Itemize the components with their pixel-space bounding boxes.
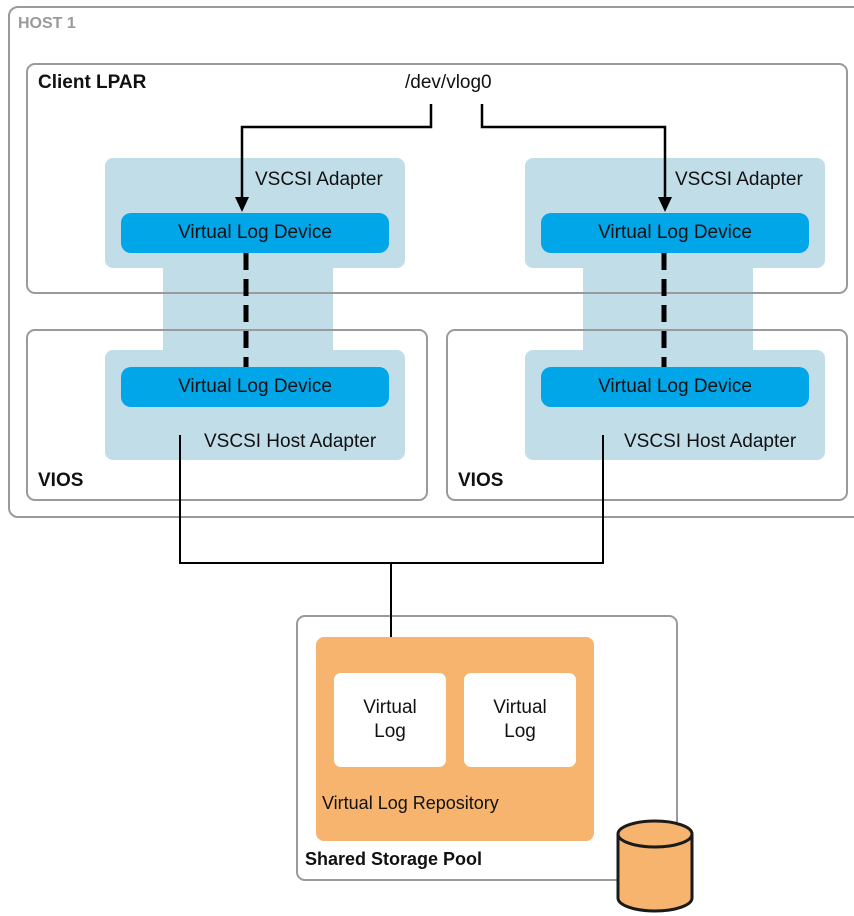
right-storage-connector	[391, 435, 604, 564]
left-vscsi-adapter-label: VSCSI Adapter	[255, 169, 383, 190]
virtual-log-1: Virtual Log	[334, 673, 446, 767]
left-device-connector	[240, 104, 433, 198]
virtual-log-1-line1: Virtual	[363, 697, 417, 718]
right-vios-virtual-log-device-label: Virtual Log Device	[598, 376, 752, 397]
right-vscsi-host-adapter-label: VSCSI Host Adapter	[624, 431, 797, 452]
left-arrowhead	[235, 197, 249, 212]
right-device-connector	[480, 104, 667, 198]
left-vios-virtual-log-device-label: Virtual Log Device	[178, 376, 332, 397]
left-vscsi-host-adapter-label: VSCSI Host Adapter	[204, 431, 377, 452]
left-storage-connector	[179, 435, 391, 564]
left-vios-frame	[26, 329, 428, 501]
shared-storage-pool-frame	[296, 615, 678, 881]
virtual-log-2: Virtual Log	[464, 673, 576, 767]
virtual-log-2-line1: Virtual	[493, 697, 547, 718]
left-vios-label: VIOS	[38, 470, 84, 491]
virtual-log-1-line2: Log	[374, 721, 406, 742]
right-vios-label: VIOS	[458, 470, 504, 491]
client-lpar-frame	[26, 63, 848, 294]
right-arrowhead	[658, 197, 672, 212]
right-client-virtual-log-device: Virtual Log Device	[541, 213, 809, 253]
device-path: /dev/vlog0	[405, 72, 492, 93]
virtual-log-repository-label: Virtual Log Repository	[322, 793, 499, 813]
left-client-virtual-log-device: Virtual Log Device	[121, 213, 389, 253]
left-vios-virtual-log-device: Virtual Log Device	[121, 367, 389, 407]
right-adapter-bridge	[583, 262, 753, 356]
host-label: HOST 1	[18, 15, 76, 32]
left-client-virtual-log-device-label: Virtual Log Device	[178, 222, 332, 243]
client-lpar-label: Client LPAR	[38, 72, 147, 93]
shared-storage-pool-label: Shared Storage Pool	[305, 849, 483, 869]
right-client-virtual-log-device-label: Virtual Log Device	[598, 222, 752, 243]
storage-cylinder-icon	[616, 819, 694, 913]
host-frame	[8, 6, 854, 518]
right-vios-virtual-log-device: Virtual Log Device	[541, 367, 809, 407]
right-vscsi-adapter-label: VSCSI Adapter	[675, 169, 803, 190]
virtual-log-2-line2: Log	[504, 721, 536, 742]
right-vios-frame	[446, 329, 848, 501]
